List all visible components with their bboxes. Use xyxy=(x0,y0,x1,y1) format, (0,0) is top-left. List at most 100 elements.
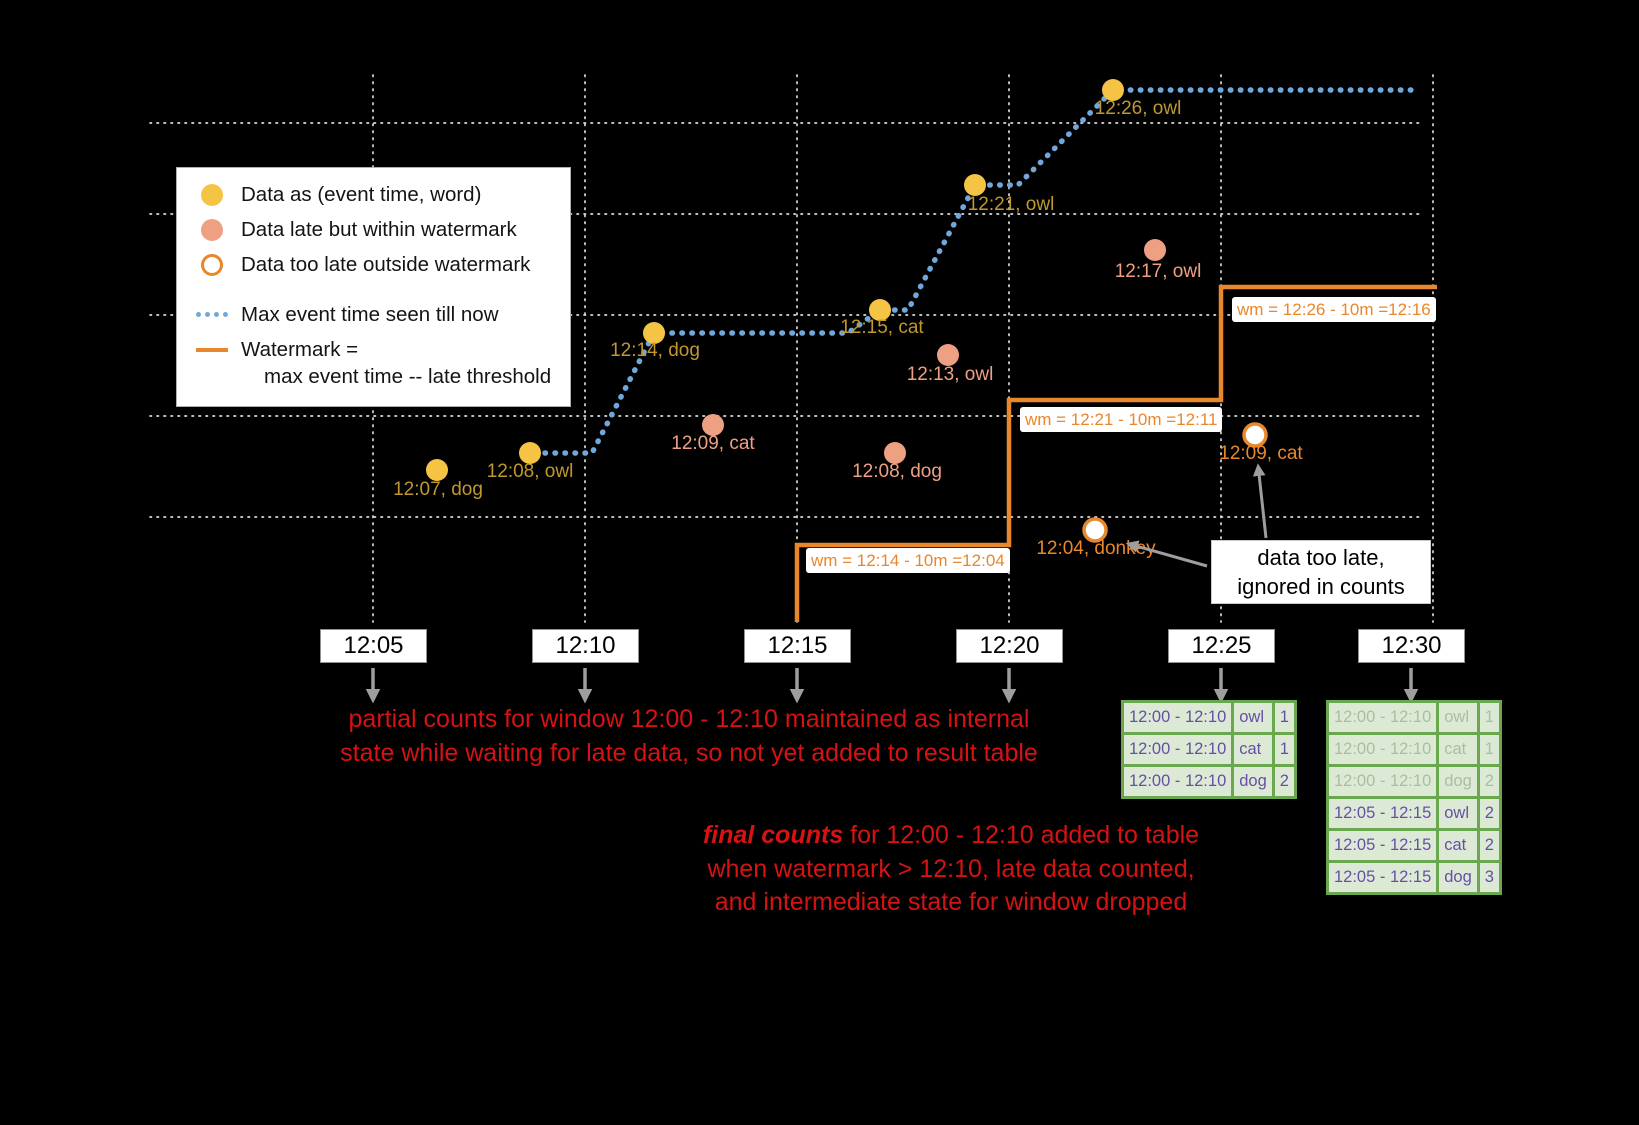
legend-label: max event time -- late threshold xyxy=(264,365,552,388)
count-cell: 2 xyxy=(1271,764,1297,799)
window-cell: 12:05 - 12:15 xyxy=(1325,796,1440,831)
annotation-text: for 12:00 - 12:10 added to table xyxy=(843,821,1200,849)
final-counts-emphasis: final counts xyxy=(702,821,844,849)
on-time-point xyxy=(643,322,665,344)
max-event-time-line-icon xyxy=(196,301,228,328)
on-time-point-label: 12:15, cat xyxy=(840,317,924,338)
legend-label: Watermark = xyxy=(241,338,359,361)
axis-tick-12-10: 12:10 xyxy=(532,629,639,663)
on-time-point-label: 12:07, dog xyxy=(393,479,483,500)
late-point xyxy=(937,344,959,366)
annotation-line: partial counts for window 12:00 - 12:10 … xyxy=(348,705,1030,733)
word-cell: cat xyxy=(1436,828,1480,863)
legend-label: Data late but within watermark xyxy=(241,218,517,241)
annotation-line: final counts for 12:00 - 12:10 added to … xyxy=(699,819,1203,853)
window-cell: 12:05 - 12:15 xyxy=(1325,828,1440,863)
on-time-point-label: 12:14, dog xyxy=(610,340,700,361)
late-point-label: 12:08, dog xyxy=(852,461,942,482)
legend-label: Data too late outside watermark xyxy=(241,253,531,276)
on-time-point xyxy=(519,442,541,464)
legend-item: Max event time seen till now xyxy=(196,301,562,328)
note-line: ignored in counts xyxy=(1237,574,1405,599)
on-time-point xyxy=(964,174,986,196)
late-point-label: 12:09, cat xyxy=(671,433,755,454)
too-late-point-label: 12:09, cat xyxy=(1219,443,1303,464)
too-late-point-label: 12:04, donkey xyxy=(1036,538,1156,559)
legend-label: Data as (event time, word) xyxy=(241,183,482,206)
late-point-label: 12:13, owl xyxy=(907,364,994,385)
late-point xyxy=(1144,239,1166,261)
annotation-line: state while waiting for late data, so no… xyxy=(340,738,1038,767)
watermark-label-1: wm = 12:14 - 10m =12:04 xyxy=(806,548,1010,573)
word-cell: cat xyxy=(1436,732,1480,767)
word-cell: owl xyxy=(1436,700,1480,735)
axis-tick-12-05: 12:05 xyxy=(320,629,427,663)
too-late-point xyxy=(1082,517,1108,543)
count-cell: 2 xyxy=(1476,764,1502,799)
on-time-point xyxy=(1102,79,1124,101)
window-cell: 12:00 - 12:10 xyxy=(1325,764,1440,799)
too-late-note: data too late, ignored in counts xyxy=(1211,540,1431,604)
late-dot-icon xyxy=(196,216,228,243)
data-points xyxy=(426,79,1268,543)
axis-tick-12-30: 12:30 xyxy=(1358,629,1465,663)
watermark-line-icon xyxy=(196,336,228,363)
on-time-dot-icon xyxy=(196,181,228,208)
count-cell: 1 xyxy=(1271,732,1297,767)
count-cell: 1 xyxy=(1476,732,1502,767)
legend-item: Data late but within watermark xyxy=(196,216,562,243)
too-late-dot-icon xyxy=(196,251,228,278)
word-cell: dog xyxy=(1436,860,1480,895)
count-cell: 1 xyxy=(1476,700,1502,735)
axis-tick-12-20: 12:20 xyxy=(956,629,1063,663)
word-cell: dog xyxy=(1436,764,1480,799)
count-cell: 2 xyxy=(1476,828,1502,863)
annotation-partial-counts: partial counts for window 12:00 - 12:10 … xyxy=(331,703,1047,770)
window-cell: 12:00 - 12:10 xyxy=(1120,764,1235,799)
watermark-label-2: wm = 12:21 - 10m =12:11 xyxy=(1020,407,1223,432)
annotation-final-counts: final counts for 12:00 - 12:10 added to … xyxy=(699,819,1203,920)
too-late-pointer-arrow xyxy=(1252,463,1268,539)
legend-item: Data as (event time, word) xyxy=(196,181,562,208)
arrows xyxy=(365,463,1419,704)
too-late-pointer-arrow xyxy=(1125,540,1208,568)
count-cell: 1 xyxy=(1271,700,1297,735)
on-time-point-label: 12:08, owl xyxy=(487,461,574,482)
word-cell: owl xyxy=(1231,700,1275,735)
max-event-time-line xyxy=(532,87,1418,456)
legend: Data as (event time, word) Data late but … xyxy=(176,167,571,407)
window-cell: 12:00 - 12:10 xyxy=(1325,700,1440,735)
late-point xyxy=(702,414,724,436)
too-late-point xyxy=(1242,422,1268,448)
on-time-point-label: 12:21, owl xyxy=(968,194,1055,215)
on-time-point xyxy=(426,459,448,481)
axis-tick-12-25: 12:25 xyxy=(1168,629,1275,663)
legend-item: Data too late outside watermark xyxy=(196,251,562,278)
note-line: data too late, xyxy=(1257,545,1385,570)
trend-lines xyxy=(532,87,1437,622)
annotation-line: and intermediate state for window droppe… xyxy=(714,888,1188,916)
late-point-label: 12:17, owl xyxy=(1115,261,1202,282)
late-point xyxy=(884,442,906,464)
window-cell: 12:05 - 12:15 xyxy=(1325,860,1440,895)
window-cell: 12:00 - 12:10 xyxy=(1120,732,1235,767)
count-cell: 2 xyxy=(1476,796,1502,831)
on-time-point xyxy=(869,299,891,321)
annotation-line: when watermark > 12:10, late data counte… xyxy=(707,854,1195,883)
axis-tick-12-15: 12:15 xyxy=(744,629,851,663)
legend-item: Watermark = max event time -- late thresh… xyxy=(196,336,562,390)
watermark-label-3: wm = 12:26 - 10m =12:16 xyxy=(1232,297,1436,322)
count-cell: 3 xyxy=(1476,860,1502,895)
